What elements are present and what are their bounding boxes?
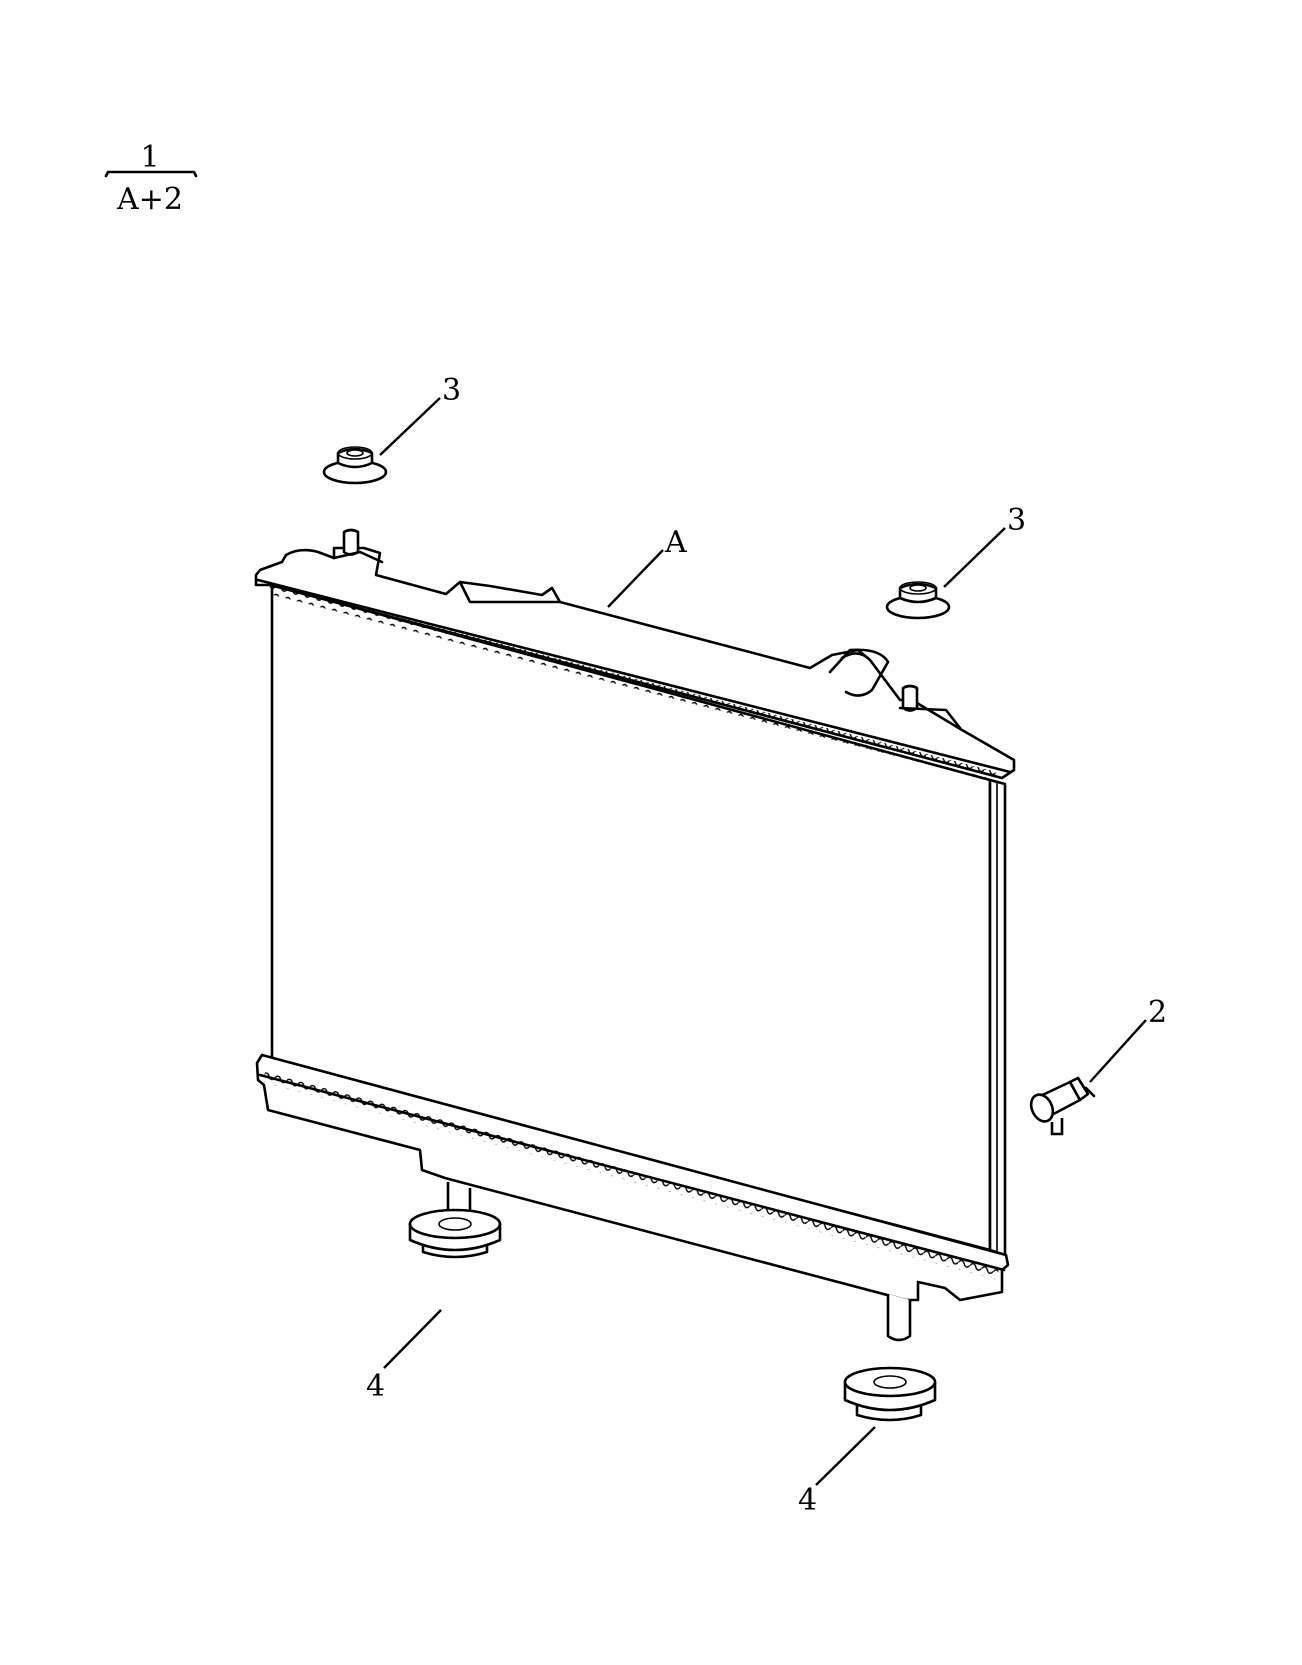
leader-2 <box>1089 1019 1147 1083</box>
bushing-bottom-left <box>408 1208 502 1259</box>
formula-denominator: A+2 <box>116 182 183 217</box>
top-filler-neck-right <box>901 684 919 712</box>
leader-a <box>607 549 664 608</box>
callout-part-3-right: 3 <box>1007 503 1026 538</box>
leader-4-left <box>383 1309 442 1369</box>
grommet-top-left <box>322 446 388 485</box>
leader-3-right <box>943 527 1006 588</box>
leader-3-left <box>379 397 441 456</box>
radiator-top-tank <box>254 546 1016 780</box>
callout-part-4-right: 4 <box>798 1483 817 1518</box>
temperature-sensor <box>1029 1076 1096 1136</box>
callout-part-2: 2 <box>1148 995 1167 1030</box>
bushing-bottom-right <box>843 1366 937 1422</box>
callout-part-4-left: 4 <box>366 1369 385 1404</box>
grommet-top-right <box>885 581 951 620</box>
radiator-assembly <box>254 528 1016 1342</box>
top-filler-neck-left <box>342 528 360 556</box>
leader-4-right <box>815 1426 876 1486</box>
bottom-outlet-right <box>886 1294 912 1342</box>
leader-lines <box>379 397 1147 1486</box>
callout-part-3-left: 3 <box>442 373 461 408</box>
formula-bar <box>104 170 198 178</box>
formula-numerator: 1 <box>140 140 159 175</box>
assembly-formula: 1 A+2 <box>104 140 198 217</box>
callout-part-a: A <box>664 525 687 560</box>
